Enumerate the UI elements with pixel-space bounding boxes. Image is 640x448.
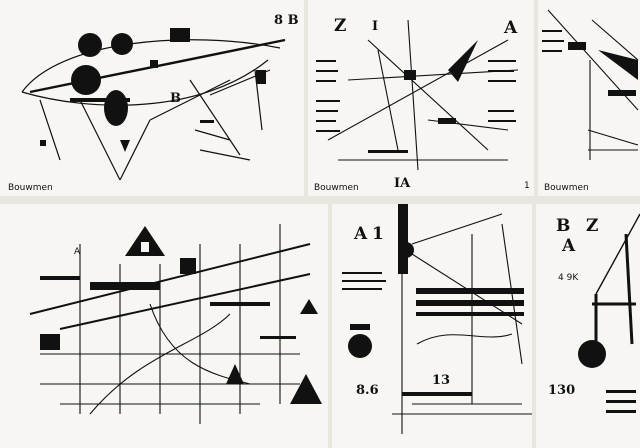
- panel-bottom-center-drawing: [342, 204, 532, 434]
- panel-bottom-right-drawing: [578, 213, 640, 413]
- head-number-1: 1: [372, 224, 384, 244]
- panel-bottom-right: B Z A 4 9K 130 H1: [536, 204, 640, 448]
- panel-top-right: Bouwmen: [538, 0, 640, 196]
- panel-footer: Bouwmen: [8, 183, 53, 193]
- panel-bottom-left-drawing: [29, 224, 322, 424]
- panel-bottom-left: A: [0, 204, 328, 448]
- letter-i: I: [372, 19, 379, 34]
- panel-top-center-drawing: [316, 19, 519, 171]
- letter-z: Z: [334, 16, 347, 36]
- corner-label: 8 B: [274, 13, 299, 28]
- panel-number: 4 9K: [558, 273, 579, 283]
- panel-top-right-drawing: [542, 9, 639, 160]
- head-letter-z: Z: [586, 216, 599, 236]
- head-letter-b: B: [556, 216, 571, 236]
- gutter-horizontal: [0, 196, 640, 204]
- panel-footer: Bouwmen: [544, 183, 589, 193]
- head-letter-a: A: [354, 224, 368, 244]
- panel-top-center: Z I A IA Bouwmen 1: [308, 0, 534, 196]
- footer-number: 130: [548, 383, 576, 398]
- panel-bottom-center: A 1 8.6 13: [332, 204, 532, 448]
- panel-top-left-drawing: [21, 28, 286, 181]
- panel-footer: Bouwmen: [314, 183, 359, 193]
- panel-mark: A: [74, 247, 81, 257]
- gutter-vertical-2: [534, 0, 538, 196]
- right-mark: 1: [524, 181, 530, 191]
- panel-marker: B: [170, 91, 181, 106]
- letter-a: A: [504, 18, 518, 38]
- panel-top-left: 8 B B Bouwmen: [0, 0, 304, 196]
- footer-number: 8.6: [356, 383, 379, 398]
- gutter-vertical-1: [304, 0, 308, 196]
- mid-number: 13: [432, 373, 451, 388]
- head-letter-a: A: [562, 236, 576, 256]
- gutter-vertical-3: [328, 204, 332, 448]
- gutter-vertical-4: [532, 204, 536, 448]
- center-label: IA: [394, 176, 411, 191]
